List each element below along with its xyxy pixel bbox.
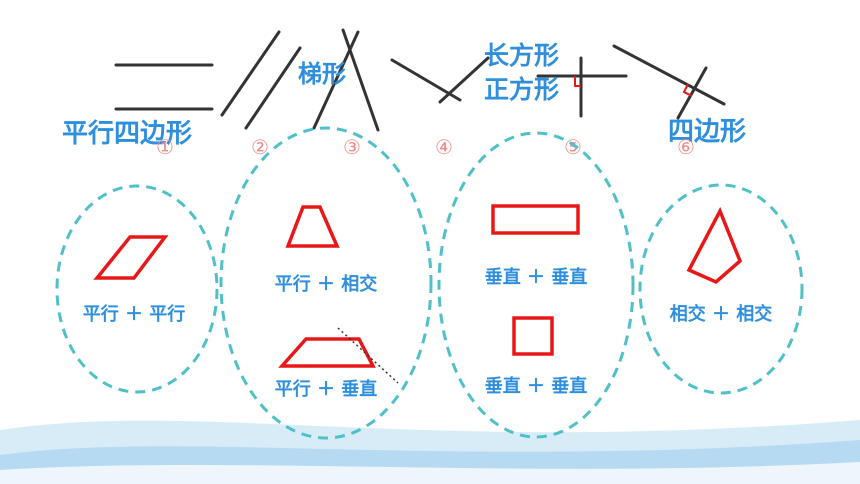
number-2: ② [251, 135, 269, 159]
caption-group-3b: 垂直 ＋ 垂直 [485, 375, 588, 397]
group-oval-2 [219, 126, 433, 440]
label-parallelogram: 平行四边形 [62, 118, 192, 149]
line-pair-1 [114, 63, 214, 111]
number-3: ③ [343, 135, 361, 159]
caption-group-2a: 平行 ＋ 相交 [275, 273, 378, 295]
number-6: ⑥ [677, 135, 695, 159]
right-angle-mark-6 [682, 83, 693, 97]
label-square: 正方形 [484, 75, 559, 104]
caption-group-2b: 平行 ＋ 垂直 [275, 378, 378, 400]
decorative-wave [0, 420, 860, 484]
group-oval-4 [638, 183, 804, 395]
caption-group-1: 平行 ＋ 平行 [83, 303, 186, 325]
label-rectangle: 长方形 [484, 41, 559, 70]
perpendicular-extension-line [337, 327, 399, 384]
label-quadrilateral: 四边形 [668, 117, 746, 147]
line-pair-3 [312, 28, 380, 132]
number-5: ⑤ [564, 135, 582, 159]
square-shape [512, 316, 554, 356]
rectangle-shape [491, 204, 580, 235]
number-4: ④ [435, 135, 453, 159]
group-oval-3 [437, 131, 635, 439]
parallelogram-shape [93, 235, 169, 280]
label-trapezoid: 梯形 [298, 60, 346, 88]
number-1: ① [156, 135, 174, 159]
line-pair-4 [390, 56, 490, 104]
trapezoid-shape [285, 205, 340, 248]
right-angle-mark-5 [574, 76, 581, 87]
caption-group-3a: 垂直 ＋ 垂直 [485, 266, 588, 288]
right-trapezoid-shape [278, 337, 376, 368]
line-pair-2 [220, 30, 302, 130]
quadrilateral-shape [686, 206, 743, 285]
wave-front [0, 462, 860, 484]
line-pair-6 [612, 44, 726, 120]
caption-group-4: 相交 ＋ 相交 [670, 303, 773, 325]
group-oval-1 [55, 184, 219, 394]
